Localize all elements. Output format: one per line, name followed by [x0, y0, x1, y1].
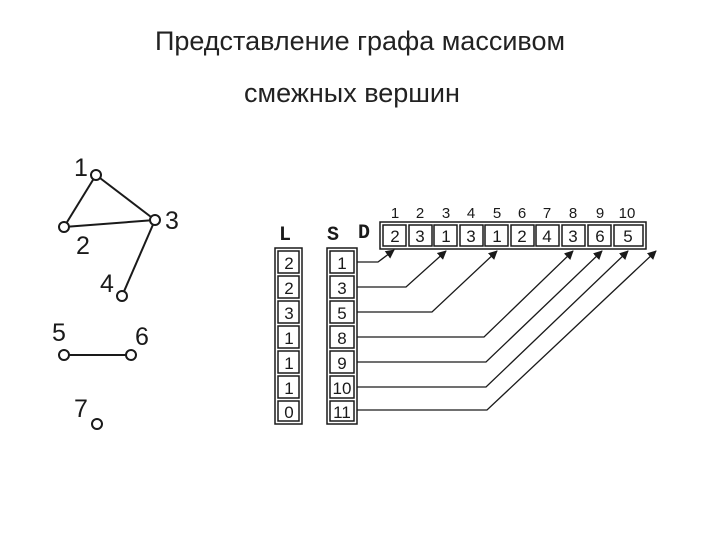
- d-cell: 1: [492, 227, 501, 246]
- vertex-node-6: [125, 349, 137, 361]
- d-cell: 4: [542, 227, 551, 246]
- vertex-label-4: 4: [100, 270, 114, 298]
- vertex-label-6: 6: [135, 323, 149, 351]
- pointer-arrow-s6: [357, 250, 629, 388]
- l-cell: 2: [284, 279, 293, 298]
- d-cell: 2: [390, 227, 399, 246]
- array-L: [274, 247, 303, 425]
- edge-3-4: [121, 219, 156, 297]
- pointer-arrows: [357, 249, 657, 411]
- vertex-label-5: 5: [52, 319, 66, 347]
- edge-1-3: [95, 174, 156, 221]
- pointer-arrow-s4: [357, 250, 574, 338]
- d-cell: 2: [517, 227, 526, 246]
- vertex-node-1: [90, 169, 102, 181]
- vertex-node-5: [58, 349, 70, 361]
- d-index: 9: [596, 205, 604, 222]
- l-cell: 1: [284, 329, 293, 348]
- d-cell: 5: [623, 227, 632, 246]
- d-index: 8: [569, 205, 577, 222]
- d-cell: 1: [441, 227, 450, 246]
- d-index: 5: [493, 205, 501, 222]
- s-cell: 10: [333, 379, 352, 398]
- array-label-D: D: [358, 222, 370, 245]
- edge-2-3: [63, 219, 156, 228]
- l-cell: 1: [284, 354, 293, 373]
- edge-1-2: [63, 174, 97, 228]
- l-cell: 1: [284, 379, 293, 398]
- s-cell: 1: [337, 254, 346, 273]
- pointer-arrow-s3: [357, 250, 498, 313]
- d-index: 10: [619, 205, 636, 222]
- d-index: 7: [543, 205, 551, 222]
- l-cell: 2: [284, 254, 293, 273]
- pointer-arrow-s7: [357, 250, 657, 411]
- array-S: [326, 247, 358, 425]
- vertex-node-4: [116, 290, 128, 302]
- s-cell: 8: [337, 329, 346, 348]
- slide-title-line-2: смежных вершин: [244, 78, 460, 108]
- d-index: 4: [467, 205, 475, 222]
- d-index: 6: [518, 205, 526, 222]
- s-cell: 3: [337, 279, 346, 298]
- vertex-node-2: [58, 221, 70, 233]
- l-cell: 3: [284, 304, 293, 323]
- d-cell: 6: [595, 227, 604, 246]
- pointer-arrow-s5: [357, 250, 603, 363]
- vertex-label-7: 7: [74, 395, 88, 423]
- vertex-node-7: [91, 418, 103, 430]
- d-cell: 3: [415, 227, 424, 246]
- array-label-S: S: [327, 224, 339, 247]
- d-index: 3: [442, 205, 450, 222]
- pointer-arrow-s1: [357, 249, 395, 263]
- s-cell: 5: [337, 304, 346, 323]
- d-cell: 3: [466, 227, 475, 246]
- l-cell: 0: [284, 403, 293, 422]
- graph: [58, 169, 161, 430]
- s-cell: 11: [333, 403, 351, 422]
- d-cell: 3: [568, 227, 577, 246]
- d-index: 1: [391, 205, 399, 222]
- array-D: [379, 221, 647, 250]
- d-index: 2: [416, 205, 424, 222]
- vertex-label-1: 1: [74, 154, 88, 182]
- slide-title-line-1: Представление графа массивом: [154, 26, 566, 56]
- s-cell: 9: [337, 354, 346, 373]
- array-label-L: L: [279, 224, 291, 247]
- pointer-arrow-s2: [357, 250, 447, 288]
- vertex-node-3: [149, 214, 161, 226]
- vertex-label-3: 3: [165, 207, 179, 235]
- vertex-label-2: 2: [76, 232, 90, 260]
